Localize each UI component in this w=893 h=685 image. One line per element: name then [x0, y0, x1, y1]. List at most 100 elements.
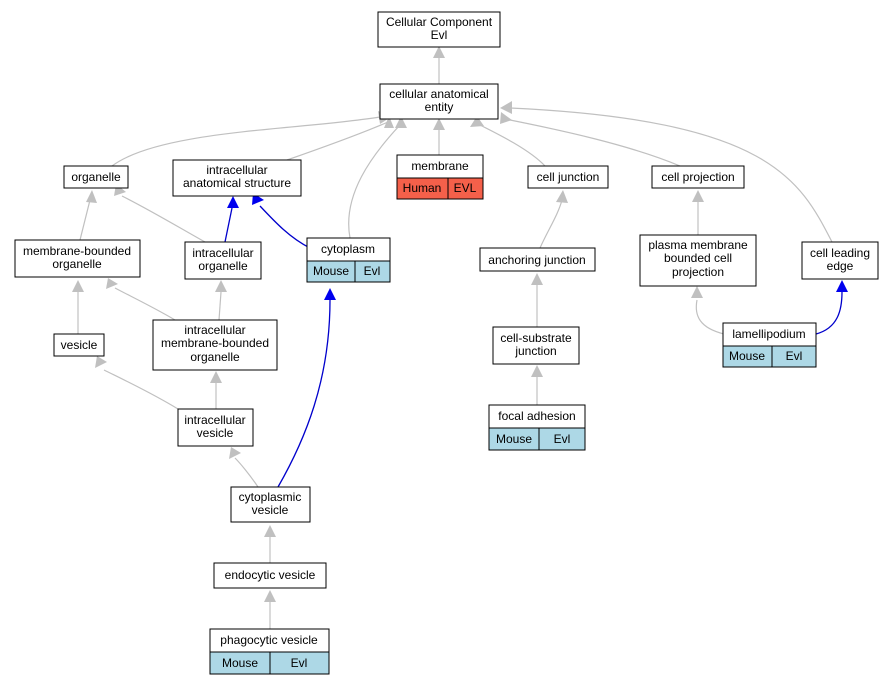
arrowhead — [72, 280, 84, 292]
node-membrane[interactable]: membrane Human EVL — [396, 154, 484, 200]
node-label-line: organelle — [190, 350, 240, 364]
node-label-line: lamellipodium — [732, 327, 805, 341]
node-endocytic-vesicle[interactable]: endocytic vesicle — [213, 562, 327, 589]
node-label-line: anatomical structure — [183, 176, 291, 190]
node-focal-adhesion[interactable]: focal adhesion Mouse Evl — [488, 404, 586, 451]
arrowhead — [264, 590, 276, 602]
node-label-line: organelle — [71, 170, 121, 184]
node-label-line: organelle — [52, 257, 102, 271]
badge-gene-label: Evl — [364, 264, 381, 278]
arrowhead — [86, 190, 97, 203]
arrowhead — [210, 371, 222, 383]
arrowhead — [227, 196, 239, 208]
arrowhead — [691, 286, 703, 298]
badge-species-label: Human — [403, 181, 442, 195]
node-label-line: focal adhesion — [498, 409, 575, 423]
arrowhead — [556, 190, 568, 203]
node-label-line: membrane-bounded — [161, 336, 269, 350]
edge-cle-cae — [509, 107, 833, 243]
node-intracellular-vesicle[interactable]: intracellular vesicle — [177, 408, 254, 447]
node-label-line: Cellular Component — [386, 15, 493, 29]
edge-lamellipodium-cle — [815, 291, 843, 335]
badge-evl — [447, 177, 484, 200]
arrowhead — [836, 280, 848, 292]
arrowhead — [324, 288, 336, 300]
arrowhead — [95, 356, 107, 368]
node-intracellular-anatomical-structure[interactable]: intracellular anatomical structure — [172, 159, 302, 197]
node-label-line: vesicle — [252, 503, 289, 517]
badge-evl — [771, 345, 817, 368]
node-label-line: membrane — [411, 159, 469, 173]
badge-gene-label: EVL — [454, 181, 477, 195]
node-intracellular-organelle[interactable]: intracellular organelle — [184, 241, 262, 280]
badge-evl — [354, 260, 391, 283]
node-label-line: plasma membrane — [648, 238, 748, 252]
badge-species-label: Mouse — [313, 264, 349, 278]
edge-organelle-cae — [111, 116, 381, 167]
badge-species-label: Mouse — [222, 656, 258, 670]
arrowhead — [500, 101, 512, 114]
node-phagocytic-vesicle[interactable]: phagocytic vesicle Mouse Evl — [209, 628, 330, 675]
edge-io-organelle — [121, 195, 206, 243]
node-vesicle[interactable]: vesicle — [53, 333, 105, 357]
node-cellular-component[interactable]: Cellular Component Evl — [377, 11, 501, 48]
arrowhead — [106, 278, 118, 289]
node-organelle[interactable]: organelle — [63, 165, 129, 189]
node-label-line: anchoring junction — [488, 253, 585, 267]
node-cytoplasm[interactable]: cytoplasm Mouse Evl — [306, 237, 391, 283]
arrowhead — [433, 46, 445, 58]
edge-cv-iv — [234, 457, 259, 488]
node-label-line: junction — [514, 344, 556, 358]
edges — [77, 58, 843, 629]
edge-iv-vesicle — [103, 369, 179, 410]
arrowhead — [215, 280, 227, 292]
node-label-line: Evl — [431, 28, 448, 42]
edge-lamellipodium-pmbcp — [695, 299, 725, 335]
badge-species-label: Mouse — [496, 432, 532, 446]
node-cell-projection[interactable]: cell projection — [651, 165, 745, 189]
arrowhead — [395, 116, 407, 128]
arrowhead — [531, 273, 543, 285]
node-anchoring-junction[interactable]: anchoring junction — [479, 247, 596, 272]
edge-celljunction-cae — [477, 123, 546, 167]
edge-imbo-io — [218, 291, 222, 321]
node-cytoplasmic-vesicle[interactable]: cytoplasmic vesicle — [230, 486, 311, 523]
arrowhead — [692, 190, 704, 202]
edge-cellprojection-cae — [509, 119, 681, 167]
node-plasma-membrane-bounded-cell-projection[interactable]: plasma membrane bounded cell projection — [639, 234, 757, 287]
node-membrane-bounded-organelle[interactable]: membrane-bounded organelle — [14, 239, 141, 278]
node-label-line: entity — [425, 100, 454, 114]
node-lamellipodium[interactable]: lamellipodium Mouse Evl — [722, 322, 817, 368]
badge-gene-label: Evl — [554, 432, 571, 446]
edge-anchoring-celljunction — [539, 199, 563, 249]
node-cellular-anatomical-entity[interactable]: cellular anatomical entity — [379, 83, 499, 120]
node-label-line: phagocytic vesicle — [220, 633, 318, 647]
edge-mbo-organelle — [79, 199, 91, 241]
node-label-line: vesicle — [197, 426, 234, 440]
node-label-line: intracellular — [206, 163, 267, 177]
edge-cytoplasm-cae — [348, 124, 401, 239]
node-label-line: endocytic vesicle — [225, 568, 316, 582]
node-label-line: membrane-bounded — [23, 244, 131, 258]
node-label-line: cell projection — [661, 170, 734, 184]
node-label-line: bounded cell — [664, 251, 732, 265]
node-cell-junction[interactable]: cell junction — [527, 165, 609, 189]
node-label-line: cytoplasm — [321, 242, 375, 256]
node-label-line: cell-substrate — [500, 331, 572, 345]
node-label-line: edge — [827, 259, 854, 273]
arrowhead — [264, 525, 276, 537]
edge-io-ias — [224, 207, 233, 243]
arrowhead — [531, 365, 543, 377]
arrowhead — [500, 112, 512, 124]
badge-evl — [269, 651, 330, 675]
node-intracellular-membrane-bounded-organelle[interactable]: intracellular membrane-bounded organelle — [152, 319, 278, 371]
node-label-line: intracellular — [184, 413, 245, 427]
node-label-line: cell junction — [537, 170, 600, 184]
edge-ias-cae — [286, 121, 389, 161]
badge-evl — [538, 427, 586, 451]
node-cell-substrate-junction[interactable]: cell-substrate junction — [492, 326, 580, 365]
node-cell-leading-edge[interactable]: cell leading edge — [801, 241, 879, 280]
arrowhead — [470, 116, 484, 127]
